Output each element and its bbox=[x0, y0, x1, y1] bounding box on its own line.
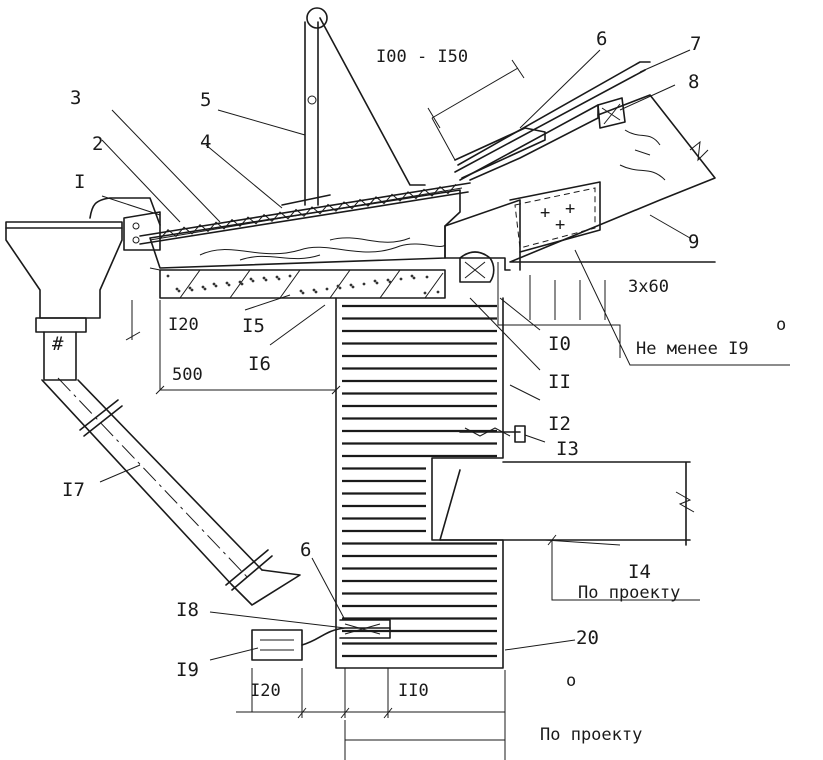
callout-13: I3 bbox=[556, 438, 579, 460]
concrete-speck bbox=[325, 287, 329, 291]
callout-18: I8 bbox=[176, 599, 199, 621]
concrete-speck bbox=[288, 274, 292, 278]
callout-3: 3 bbox=[70, 87, 81, 109]
concrete-speck bbox=[388, 280, 392, 284]
callout-4: 4 bbox=[200, 131, 211, 153]
concrete-speck bbox=[190, 288, 194, 292]
concrete-speck bbox=[314, 290, 318, 294]
concrete-speck bbox=[375, 281, 379, 285]
concrete-speck bbox=[249, 277, 253, 281]
callout-2: 2 bbox=[92, 133, 103, 155]
concrete-speck bbox=[262, 276, 266, 280]
callout-5: 5 bbox=[200, 89, 211, 111]
floor-slab bbox=[149, 267, 446, 299]
dim-overlap: I00 - I50 bbox=[376, 47, 468, 67]
dim-per-project-right: По проекту bbox=[578, 583, 680, 603]
concrete-speck bbox=[423, 291, 427, 295]
concrete-speck bbox=[275, 275, 279, 279]
concrete-speck bbox=[177, 289, 181, 293]
concrete-speck bbox=[175, 287, 179, 291]
concrete-speck bbox=[225, 281, 229, 285]
down-pipe bbox=[41, 377, 301, 606]
concrete-speck bbox=[336, 284, 340, 288]
gutter-bracket-rod bbox=[281, 7, 426, 206]
svg-text:+: + bbox=[540, 203, 550, 223]
concrete-speck bbox=[166, 274, 170, 278]
concrete-speck bbox=[188, 286, 192, 290]
concrete-speck bbox=[238, 280, 242, 284]
small-o-mark: o bbox=[566, 671, 576, 691]
concrete-speck bbox=[212, 282, 216, 286]
concrete-speck bbox=[349, 283, 353, 287]
callout-8: 8 bbox=[688, 71, 699, 93]
callout-19: I9 bbox=[176, 659, 199, 681]
dim-angle-degree: o bbox=[776, 315, 786, 335]
concrete-speck bbox=[240, 282, 244, 286]
leader-lines bbox=[99, 49, 691, 661]
concrete-speck bbox=[312, 288, 316, 292]
concrete-speck bbox=[399, 277, 403, 281]
concrete-speck bbox=[201, 285, 205, 289]
parapet: + + + bbox=[444, 181, 601, 283]
dim-spacing: 3x60 bbox=[628, 277, 669, 297]
callout-12: I2 bbox=[548, 413, 571, 435]
callout-1: I bbox=[74, 171, 85, 193]
drain-pan bbox=[251, 619, 391, 661]
insulation-zigzag bbox=[159, 183, 457, 241]
concrete-speck bbox=[264, 278, 268, 282]
concrete-speck bbox=[227, 283, 231, 287]
concrete-speck bbox=[299, 289, 303, 293]
callout-20: 20 bbox=[576, 627, 599, 649]
concrete-speck bbox=[338, 286, 342, 290]
concrete-speck bbox=[425, 275, 429, 279]
concrete-speck bbox=[436, 290, 440, 294]
svg-text:#: # bbox=[52, 333, 64, 355]
wall-anchor bbox=[459, 425, 526, 443]
upper-roof-slab bbox=[454, 61, 716, 263]
dim-bottom-120: I20 bbox=[250, 681, 281, 701]
concrete-speck bbox=[412, 276, 416, 280]
brick-wall bbox=[335, 297, 504, 669]
callout-6: 6 bbox=[596, 28, 607, 50]
callout-17: I7 bbox=[62, 479, 85, 501]
svg-text:+: + bbox=[565, 199, 575, 219]
dim-length-500: 500 bbox=[172, 365, 203, 385]
svg-text:+: + bbox=[555, 215, 565, 235]
concrete-speck bbox=[386, 278, 390, 282]
concrete-speck bbox=[277, 277, 281, 281]
concrete-speck bbox=[410, 274, 414, 278]
dim-angle: Не менее I9 bbox=[636, 339, 749, 359]
dim-offset-120: I20 bbox=[168, 315, 199, 335]
callout-9: 9 bbox=[688, 231, 699, 253]
concrete-speck bbox=[214, 284, 218, 288]
dimension-lines bbox=[125, 59, 790, 760]
callout-11: II bbox=[548, 371, 571, 393]
dim-per-project-bottom: По проекту bbox=[540, 725, 642, 745]
concrete-speck bbox=[203, 287, 207, 291]
concrete-speck bbox=[301, 291, 305, 295]
concrete-speck bbox=[251, 279, 255, 283]
callout-6-lower: 6 bbox=[300, 539, 311, 561]
callout-14: I4 bbox=[628, 561, 651, 583]
gutter-and-funnel: # bbox=[5, 197, 161, 381]
callout-15: I5 bbox=[242, 315, 265, 337]
dim-bottom-110: II0 bbox=[398, 681, 429, 701]
callout-10: I0 bbox=[548, 333, 571, 355]
concrete-speck bbox=[373, 279, 377, 283]
concrete-speck bbox=[362, 282, 366, 286]
callout-7: 7 bbox=[690, 33, 701, 55]
concrete-speck bbox=[351, 285, 355, 289]
callout-16: I6 bbox=[248, 353, 271, 375]
window-lintel bbox=[439, 461, 695, 546]
